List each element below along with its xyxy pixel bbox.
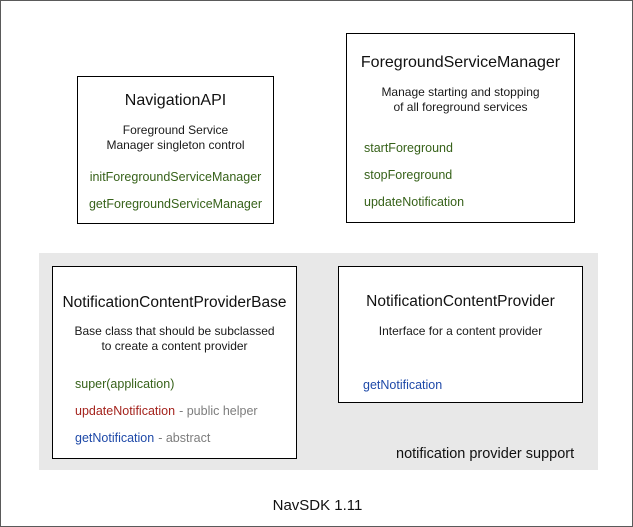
class-title-notification-content-provider: NotificationContentProvider [366,293,555,310]
method-update-notification: updateNotification- public helper [75,404,296,419]
method-init-foreground-service-manager: initForegroundServiceManager [89,170,262,184]
method-name: updateNotification [75,404,176,418]
method-stop-foreground: stopForeground [364,168,453,182]
method-get-foreground-service-manager: getForegroundServiceManager [88,197,263,211]
method-list: super(application) updateNotification- p… [53,377,296,446]
method-list: getNotification [339,378,582,393]
class-description-notification-content-provider-base: Base class that should be subclassed to … [53,324,296,354]
method-name: super(application) [75,377,175,391]
class-description-notification-content-provider: Interface for a content provider [339,324,582,339]
method-get-notification: getNotification [363,378,443,392]
method-get-notification: getNotification- abstract [75,431,296,446]
class-description-foreground-service-manager: Manage starting and stopping of all fore… [347,85,574,115]
class-title-navigation-api: NavigationAPI [124,92,227,109]
method-update-notification: updateNotification [364,195,465,209]
description-line: of all foreground services [393,100,528,114]
class-title-foreground-service-manager: ForegroundServiceManager [360,54,561,71]
method-list: initForegroundServiceManager getForegrou… [78,170,273,212]
description-line: Interface for a content provider [378,324,543,338]
class-description-navigation-api: Foreground Service Manager singleton con… [78,123,273,153]
class-box-notification-content-provider: NotificationContentProvider Interface fo… [338,266,583,403]
description-line: Manager singleton control [106,138,245,152]
description-line: Foreground Service [122,123,229,137]
method-start-foreground: startForeground [364,141,453,155]
description-line: Manage starting and stopping [381,85,540,99]
description-line: to create a content provider [101,339,248,353]
class-box-notification-content-provider-base: NotificationContentProviderBase Base cla… [52,266,297,459]
class-box-foreground-service-manager: ForegroundServiceManager Manage starting… [346,33,575,223]
diagram-caption: NavSDK 1.11 [272,497,363,514]
description-line: Base class that should be subclassed [74,324,275,338]
method-note: - public helper [179,404,258,418]
method-name: getNotification [75,431,155,445]
method-list: startForeground stopForeground updateNot… [347,141,574,210]
method-note: - abstract [158,431,211,445]
class-title-notification-content-provider-base: NotificationContentProviderBase [62,294,287,311]
class-box-navigation-api: NavigationAPI Foreground Service Manager… [77,76,274,224]
method-super-application: super(application) [75,377,296,392]
notification-provider-group-label: notification provider support [396,446,575,462]
